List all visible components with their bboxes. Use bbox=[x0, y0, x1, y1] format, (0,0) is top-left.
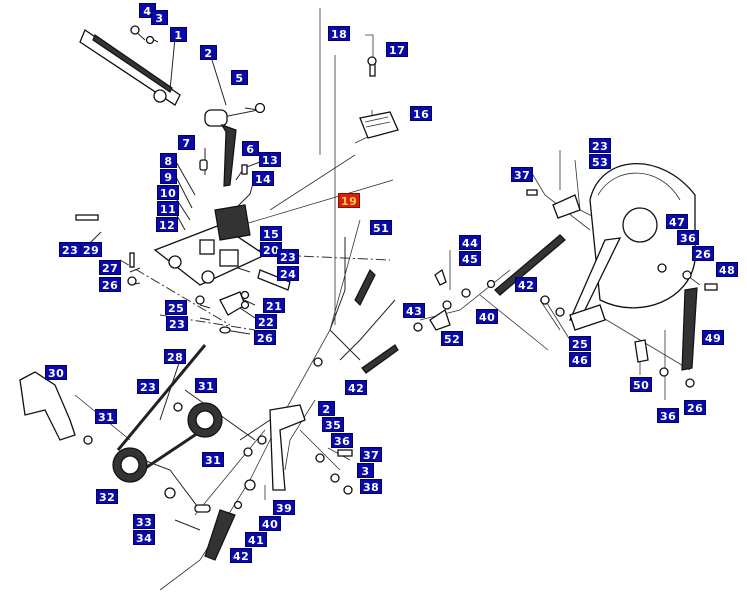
callout-part-42[interactable]: 42 bbox=[230, 548, 253, 563]
callout-part-10[interactable]: 10 bbox=[157, 185, 180, 200]
callout-part-31[interactable]: 31 bbox=[95, 409, 118, 424]
callout-part-25[interactable]: 25 bbox=[165, 300, 188, 315]
callout-part-7[interactable]: 7 bbox=[178, 135, 195, 150]
callout-part-38[interactable]: 38 bbox=[360, 479, 383, 494]
callout-part-22[interactable]: 22 bbox=[255, 314, 278, 329]
callout-part-34[interactable]: 34 bbox=[133, 530, 156, 545]
callout-part-50[interactable]: 50 bbox=[630, 377, 653, 392]
callout-part-36[interactable]: 36 bbox=[331, 433, 354, 448]
callout-part-16[interactable]: 16 bbox=[410, 106, 433, 121]
callout-part-26[interactable]: 26 bbox=[99, 277, 122, 292]
callout-part-5[interactable]: 5 bbox=[231, 70, 248, 85]
callout-part-40[interactable]: 40 bbox=[476, 309, 499, 324]
callout-part-44[interactable]: 44 bbox=[459, 235, 482, 250]
callout-part-49[interactable]: 49 bbox=[702, 330, 725, 345]
callout-part-33[interactable]: 33 bbox=[133, 514, 156, 529]
callout-part-53[interactable]: 53 bbox=[589, 154, 612, 169]
callout-part-11[interactable]: 11 bbox=[157, 201, 180, 216]
callout-part-26[interactable]: 26 bbox=[254, 330, 277, 345]
pulley-belt-assembly bbox=[19, 344, 353, 561]
callout-part-25[interactable]: 25 bbox=[569, 336, 592, 351]
callout-part-31[interactable]: 31 bbox=[195, 378, 218, 393]
callout-part-8[interactable]: 8 bbox=[160, 153, 177, 168]
callout-part-37[interactable]: 37 bbox=[511, 167, 534, 182]
callout-part-15[interactable]: 15 bbox=[260, 226, 283, 241]
callout-part-1[interactable]: 1 bbox=[170, 27, 187, 42]
callout-part-23[interactable]: 23 bbox=[137, 379, 160, 394]
callout-part-35[interactable]: 35 bbox=[322, 417, 345, 432]
callout-part-17[interactable]: 17 bbox=[386, 42, 409, 57]
callout-part-51[interactable]: 51 bbox=[370, 220, 393, 235]
callout-part-39[interactable]: 39 bbox=[273, 500, 296, 515]
callout-part-26[interactable]: 26 bbox=[692, 246, 715, 261]
callout-part-2[interactable]: 2 bbox=[200, 45, 217, 60]
callout-part-48[interactable]: 48 bbox=[716, 262, 739, 277]
callout-part-23[interactable]: 23 bbox=[277, 249, 300, 264]
callout-part-37[interactable]: 37 bbox=[360, 447, 383, 462]
callout-part-40[interactable]: 40 bbox=[259, 516, 282, 531]
callout-part-47[interactable]: 47 bbox=[666, 214, 689, 229]
callout-part-21[interactable]: 21 bbox=[263, 298, 286, 313]
callout-part-28[interactable]: 28 bbox=[164, 349, 187, 364]
callout-part-18[interactable]: 18 bbox=[328, 26, 351, 41]
callout-part-23[interactable]: 23 bbox=[166, 316, 189, 331]
callout-part-20[interactable]: 20 bbox=[260, 242, 283, 257]
callout-part-24[interactable]: 24 bbox=[277, 266, 300, 281]
handle-lever-assembly bbox=[79, 25, 181, 106]
callout-part-32[interactable]: 32 bbox=[96, 489, 119, 504]
callout-part-26[interactable]: 26 bbox=[684, 400, 707, 415]
pivot-and-arm bbox=[199, 102, 266, 187]
callout-part-45[interactable]: 45 bbox=[459, 251, 482, 266]
callout-part-27[interactable]: 27 bbox=[99, 260, 122, 275]
callout-part-46[interactable]: 46 bbox=[569, 352, 592, 367]
callout-part-3[interactable]: 3 bbox=[151, 10, 168, 25]
callout-part-3[interactable]: 3 bbox=[357, 463, 374, 478]
callout-part-42[interactable]: 42 bbox=[345, 380, 368, 395]
callout-part-36[interactable]: 36 bbox=[677, 230, 700, 245]
cables bbox=[313, 234, 566, 374]
wheel-and-bracket bbox=[526, 163, 718, 388]
callout-part-43[interactable]: 43 bbox=[403, 303, 426, 318]
callout-part-19-highlighted[interactable]: 19 bbox=[338, 193, 361, 208]
callout-part-13[interactable]: 13 bbox=[259, 152, 282, 167]
callout-part-9[interactable]: 9 bbox=[160, 169, 177, 184]
callout-part-14[interactable]: 14 bbox=[252, 171, 275, 186]
callout-part-41[interactable]: 41 bbox=[245, 532, 268, 547]
callout-part-36[interactable]: 36 bbox=[657, 408, 680, 423]
callout-part-12[interactable]: 12 bbox=[156, 217, 179, 232]
callout-part-29[interactable]: 29 bbox=[80, 242, 103, 257]
callout-part-23[interactable]: 23 bbox=[589, 138, 612, 153]
callout-part-30[interactable]: 30 bbox=[45, 365, 68, 380]
callout-part-2[interactable]: 2 bbox=[318, 401, 335, 416]
callout-part-31[interactable]: 31 bbox=[202, 452, 225, 467]
grip-block bbox=[359, 56, 399, 139]
callout-part-52[interactable]: 52 bbox=[441, 331, 464, 346]
callout-part-23[interactable]: 23 bbox=[59, 242, 82, 257]
callout-part-42[interactable]: 42 bbox=[515, 277, 538, 292]
callout-part-6[interactable]: 6 bbox=[242, 141, 259, 156]
